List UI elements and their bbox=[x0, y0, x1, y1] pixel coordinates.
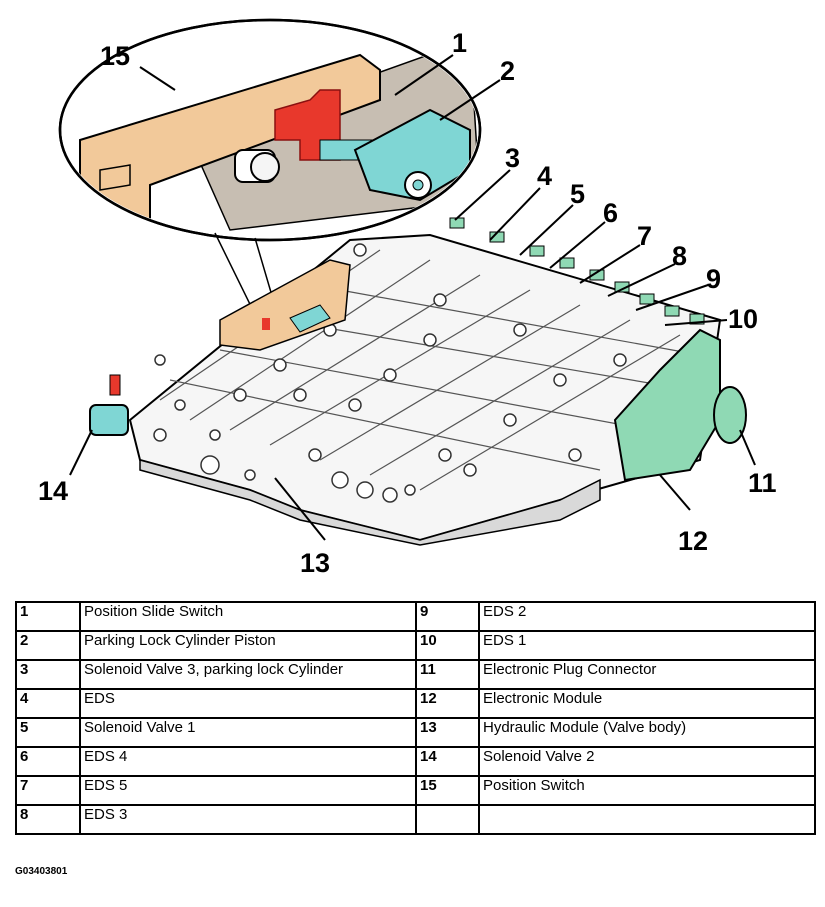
legend-left-num: 5 bbox=[15, 717, 81, 748]
callout-3: 3 bbox=[505, 143, 520, 173]
legend-right-desc: EDS 1 bbox=[478, 630, 816, 661]
legend-left-num: 7 bbox=[15, 775, 81, 806]
callout-8: 8 bbox=[672, 241, 687, 271]
legend-left-desc: Solenoid Valve 3, parking lock Cylinder bbox=[79, 659, 417, 690]
figure-code: G03403801 bbox=[15, 866, 68, 877]
callout-7: 7 bbox=[637, 221, 652, 251]
callout-6: 6 bbox=[603, 198, 618, 228]
legend-left-num: 8 bbox=[15, 804, 81, 835]
callout-10: 10 bbox=[728, 304, 758, 334]
legend-left-num: 2 bbox=[15, 630, 81, 661]
legend-left-num: 3 bbox=[15, 659, 81, 690]
legend-left-desc: Solenoid Valve 1 bbox=[79, 717, 417, 748]
legend-right-desc: Electronic Module bbox=[478, 688, 816, 719]
legend-right-num: 9 bbox=[415, 601, 480, 632]
legend-left-desc: EDS 3 bbox=[79, 804, 417, 835]
legend-left-num: 6 bbox=[15, 746, 81, 777]
legend-right-num: 10 bbox=[415, 630, 480, 661]
legend-right-num: 11 bbox=[415, 659, 480, 690]
solenoid-valve-2-shape bbox=[89, 374, 129, 436]
legend-left-num: 4 bbox=[15, 688, 81, 719]
callout-11: 11 bbox=[748, 468, 777, 498]
legend-right-desc bbox=[478, 804, 816, 835]
legend-right-desc: Hydraulic Module (Valve body) bbox=[478, 717, 816, 748]
legend-left-num: 1 bbox=[15, 601, 81, 632]
legend-right-num: 14 bbox=[415, 746, 480, 777]
hydraulic-module-shape bbox=[89, 217, 747, 546]
legend-right-desc: Electronic Plug Connector bbox=[478, 659, 816, 690]
callout-4: 4 bbox=[537, 161, 552, 191]
callout-14: 14 bbox=[38, 476, 68, 506]
legend-right-num: 15 bbox=[415, 775, 480, 806]
legend-left-desc: EDS 5 bbox=[79, 775, 417, 806]
legend-right-num: 13 bbox=[415, 717, 480, 748]
callout-2: 2 bbox=[500, 56, 515, 86]
legend-left-desc: EDS bbox=[79, 688, 417, 719]
legend-right-desc: EDS 2 bbox=[478, 601, 816, 632]
callout-1: 1 bbox=[452, 28, 467, 58]
valve-body-diagram: 1 2 3 4 5 6 7 8 9 10 11 12 13 14 15 bbox=[38, 18, 777, 578]
legend-left-desc: Position Slide Switch bbox=[79, 601, 417, 632]
legend-left-desc: Parking Lock Cylinder Piston bbox=[79, 630, 417, 661]
electronic-plug-connector-shape bbox=[713, 386, 747, 444]
legend-right-desc: Position Switch bbox=[478, 775, 816, 806]
callout-15: 15 bbox=[100, 41, 130, 71]
legend-right-num: 12 bbox=[415, 688, 480, 719]
callout-9: 9 bbox=[706, 264, 721, 294]
legend-right-desc: Solenoid Valve 2 bbox=[478, 746, 816, 777]
electronic-module-shape bbox=[613, 328, 721, 482]
callout-13: 13 bbox=[300, 548, 330, 578]
callout-5: 5 bbox=[570, 179, 585, 209]
callout-12: 12 bbox=[678, 526, 708, 556]
legend-right-num bbox=[415, 804, 480, 835]
legend-left-desc: EDS 4 bbox=[79, 746, 417, 777]
